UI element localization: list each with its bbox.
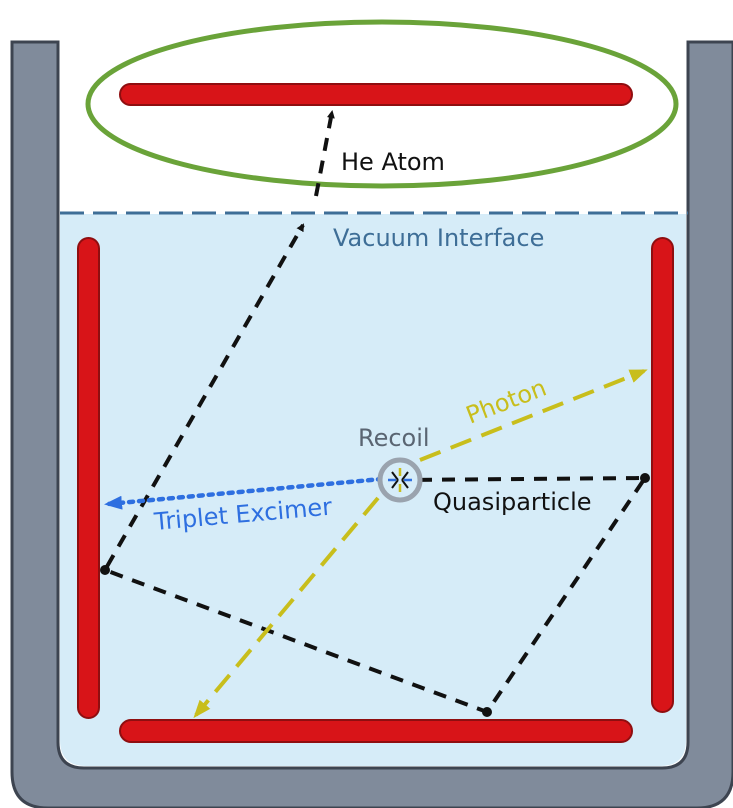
recoil-event-icon (377, 457, 423, 503)
reflection-point-bottom (482, 707, 492, 717)
vessel-wall (10, 40, 733, 808)
left-sensor (77, 237, 100, 719)
he-atom-label: He Atom (341, 148, 445, 176)
bottom-sensor (119, 719, 633, 743)
right-sensor (651, 237, 674, 713)
reflection-point-left (100, 565, 110, 575)
recoil-label: Recoil (358, 424, 430, 452)
triplet-excimer-path (104, 476, 385, 510)
photon-path-down (193, 496, 380, 719)
he-atom-highlight-ellipse (85, 19, 679, 189)
top-sensor (119, 83, 633, 106)
quasiparticle-label: Quasiparticle (433, 488, 592, 516)
liquid-helium (60, 214, 686, 766)
reflection-point-right (640, 473, 650, 483)
he-atom-path (314, 110, 335, 197)
vacuum-interface-label: Vacuum Interface (333, 224, 544, 252)
photon-path-up (419, 369, 648, 462)
